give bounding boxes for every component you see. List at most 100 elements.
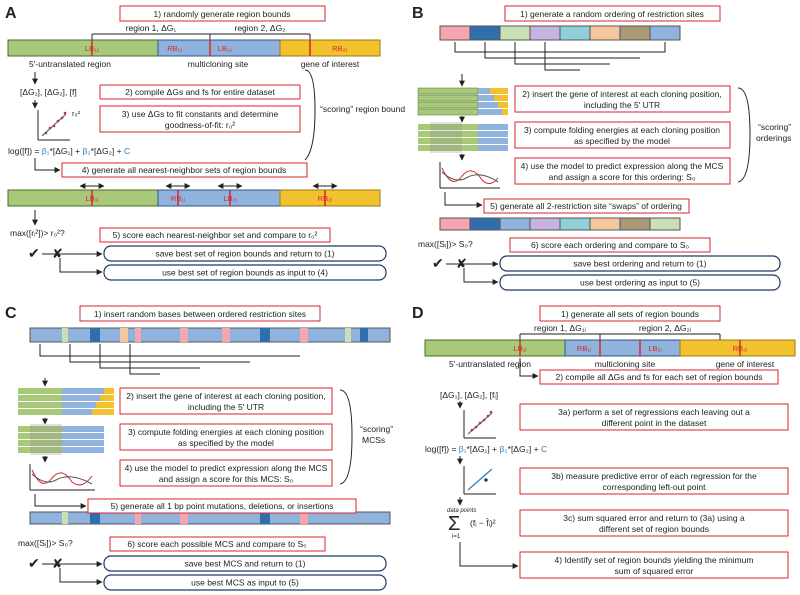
b-use-text: use best ordering as input to (5) [580,278,700,288]
d-region1-label: region 1, ΔG₁ᵢ [534,323,586,333]
a-step5-text: 5) score each nearest-neighbor set and c… [113,230,318,240]
a-r0: r₀² [72,109,81,118]
a-mcs-label: multicloning site [188,59,249,69]
d-step4-box [519,551,789,579]
d-vars: [ΔG₁], [ΔG₂], [fᵢ] [440,390,498,400]
b-brace [737,87,751,183]
c-step6-box [109,536,326,552]
b-construct-stack [417,87,508,116]
d-step2-text: 2) compile all ΔGs and fs for each set o… [556,372,763,382]
a-step2-box [99,84,301,100]
a-scoring-label: “scoring” region bound [320,104,405,114]
d-step3b-line2: corresponding left-out point [602,482,706,492]
c-step5-box [87,498,357,514]
a-use-text: use best set of region bounds as input t… [162,268,328,278]
c-step3-box [119,423,333,451]
b-step6-text: 6) score each ordering and compare to S₀ [531,240,690,250]
d-scatter-plot [463,410,496,439]
c-step6-text: 6) score each possible MCS and compare t… [127,539,307,549]
a-region1-label: region 1, ΔG₁ [126,23,177,33]
a-goi-segment [279,39,381,57]
c-construct-stack-2 [18,424,104,455]
b-step1-text: 1) generate a random ordering of restric… [520,9,704,19]
a-check-icon: ✔ [28,245,40,261]
c-step3-line1: 3) compute folding energies at each clon… [128,427,324,437]
c-step4-line1: 4) use the model to predict expression a… [125,463,328,473]
c-mcs-bar [29,327,391,343]
c-step2-line2: including the 5' UTR [188,402,264,412]
a-scatter-plot [37,110,70,141]
b-save-text: save best ordering and return to (1) [573,259,706,269]
a-utr-segment [7,39,159,57]
a-goi-segment-2 [279,189,381,207]
a-step3-line2: goodness-of-fit: r₀² [165,120,235,130]
a-utr-segment-2 [7,189,159,207]
a-rb2: RB₂₁ [332,44,348,53]
svg-text:Σ: Σ [448,513,460,535]
b-step4-box [514,157,731,185]
b-restriction-ordering [439,25,681,41]
a-lbi: LB₁ᵢ [86,194,99,203]
b-save-pill [499,255,781,272]
a-brace [304,69,316,161]
panel-b: B 1) generate a random ordering of restr… [412,5,791,291]
panel-a-label: A [5,5,17,22]
c-use-text: use best MCS as input to (5) [191,578,299,588]
a-save-text: save best set of region bounds and retur… [155,249,334,259]
d-region2-label: region 2, ΔG₂ᵢ [639,323,691,333]
c-step1-box [79,305,321,322]
b-step3-line2: as specified by the model [574,136,670,146]
panel-c: C 1) insert random bases between ordered… [5,305,393,591]
d-lb2: LB₂ᵢ [648,344,661,353]
panel-d-label: D [412,305,424,322]
a-lb1: LB₁₁ [85,44,100,53]
d-step1-box [539,305,721,322]
c-expression-plot [29,464,95,491]
c-use-pill [103,574,387,591]
c-step2-box [119,387,333,415]
svg-text:data points: data points [447,508,476,514]
a-step4-box [61,162,308,178]
a-goi-label: gene of interest [301,59,360,69]
a-rb2i: RB₂ᵢ [318,194,333,203]
b-use-pill [499,274,781,291]
d-rb2: RB₂ᵢ [733,344,748,353]
a-step3-box [99,105,301,133]
b-step2-line1: 2) insert the gene of interest at each c… [522,89,721,99]
c-brace [339,389,353,485]
c-check-icon: ✔ [28,555,40,571]
svg-text:(fᵢ − f̂ᵢ)²: (fᵢ − f̂ᵢ)² [470,518,496,528]
d-step3b-box [519,467,789,495]
c-mutated-bar [29,511,391,525]
a-step3-line1: 3) use ΔGs to fit constants and determin… [122,109,279,119]
c-scoring-line2: MCSs [362,435,385,445]
d-sum-formula: data points Σ i=1 (fᵢ − f̂ᵢ)² [447,508,496,540]
d-step4-line2: sum of squared error [615,566,694,576]
d-step3c-line1: 3c) sum squared error and return to (3a)… [563,513,745,523]
d-error-plot [463,466,496,495]
d-step3b-line1: 3b) measure predictive error of each reg… [551,471,757,481]
b-check-icon: ✔ [432,255,444,271]
b-step3-line1: 3) compute folding energies at each clon… [524,125,720,135]
a-vars: [ΔG₁], [ΔG₂], [f] [20,87,77,97]
a-equation: log([f]) = β₁*[ΔG₁] + β₂*[ΔG₂] + C [8,146,130,156]
a-lb2i: LB₂ᵢ [223,194,236,203]
a-step1-box [119,5,326,22]
b-step6-box [509,237,711,253]
a-condition: max([rᵢ²])> r₀²? [10,228,65,238]
a-save-pill [103,245,387,262]
d-step2-box [539,369,779,385]
b-scoring-line1: “scoring” [758,122,791,132]
b-condition: max([Sᵢ])> S₀? [418,239,473,249]
b-step4-line2: and assign a score for this ordering: S₀ [549,172,696,182]
b-construct-stack-2 [418,122,508,153]
a-region2-label: region 2, ΔG₂ [234,23,285,33]
d-step3c-line2: different set of region bounds [599,524,709,534]
c-scoring-line1: “scoring” [360,424,393,434]
d-utr-label: 5'-untranslated region [449,359,531,369]
c-step5-text: 5) generate all 1 bp point mutations, de… [110,501,333,511]
d-step4-line1: 4) Identify set of region bounds yieldin… [555,555,754,565]
b-step5-text: 5) generate all 2-restriction site “swap… [490,201,682,211]
d-step1-text: 1) generate all sets of region bounds [561,309,699,319]
